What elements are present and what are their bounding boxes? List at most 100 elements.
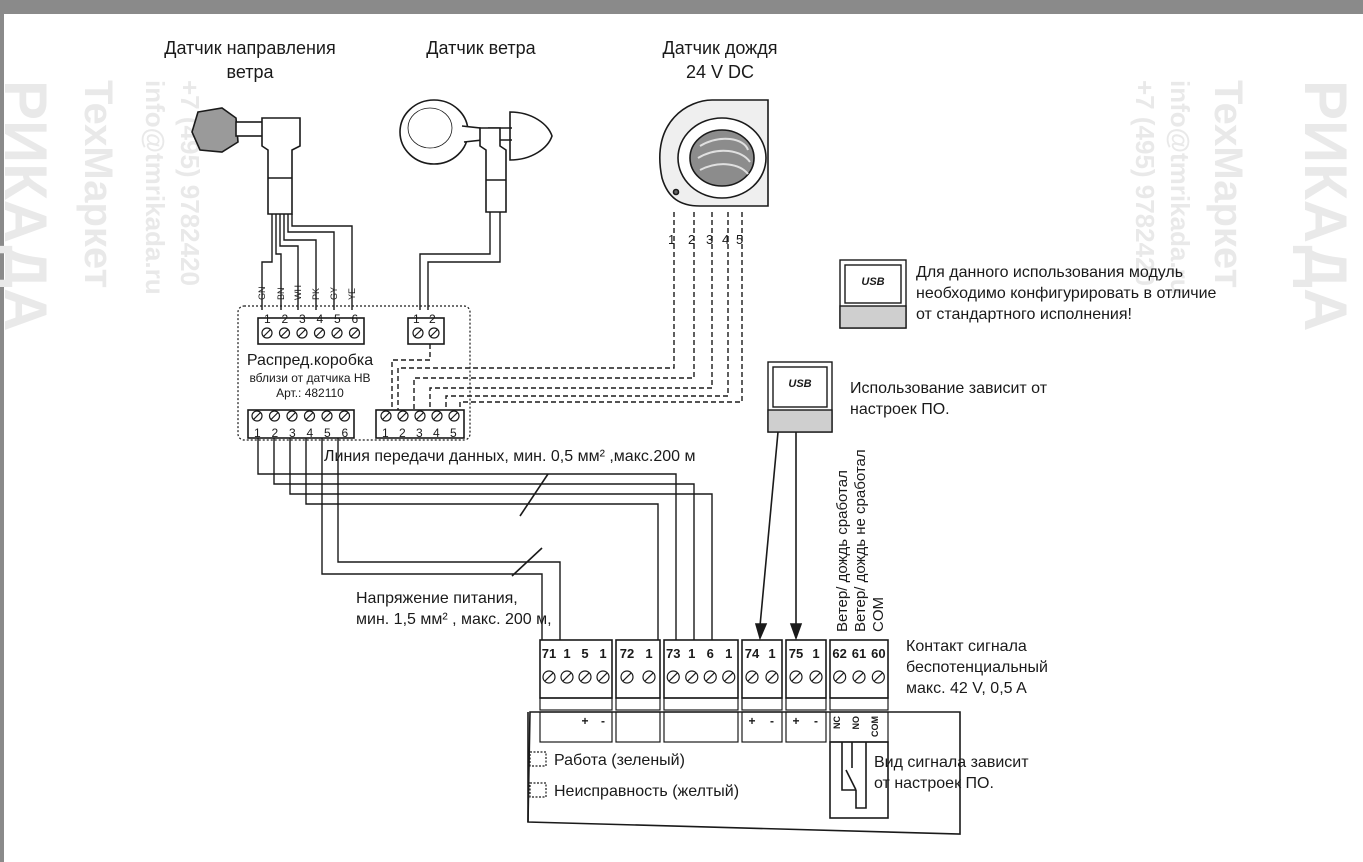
terminal-number: 61: [851, 646, 867, 661]
rain-wire-number: 3: [706, 232, 714, 247]
screw-slot: [280, 329, 289, 337]
screw-slot: [433, 412, 441, 420]
terminal-polarity-label: COM: [870, 716, 881, 737]
terminal-number: 1: [599, 646, 607, 661]
junction-terminal-number: 6: [351, 312, 359, 326]
power-line-note: Напряжение питания, мин. 1,5 мм² , макс.…: [356, 590, 552, 628]
data-line-note: Линия передачи данных, мин. 0,5 мм² ,мак…: [324, 448, 696, 465]
junction-terminal-number: 3: [289, 426, 296, 440]
wind-direction-sensor-label: Датчик направления ветра: [164, 38, 336, 82]
terminal-number: 1: [812, 646, 820, 661]
terminal-number: 60: [871, 646, 886, 661]
junction-terminal-number: 4: [306, 426, 314, 440]
screw-slot: [873, 672, 883, 682]
contact-label-com: COM: [870, 597, 887, 632]
signal-type-note: Вид сигнала зависит от настроек ПО.: [874, 754, 1029, 792]
junction-terminal-number: 1: [382, 426, 389, 440]
terminal-polarity-label: +: [748, 714, 756, 728]
screw-slot: [323, 412, 331, 420]
terminal-number: 1: [645, 646, 653, 661]
wind-sensor-label: Датчик ветра: [426, 38, 536, 58]
terminal-polarity-label: -: [601, 714, 605, 728]
wire-color-label: WH: [293, 285, 303, 300]
screw-slot: [288, 412, 296, 420]
junction-terminal-number: 2: [429, 312, 436, 326]
wire-color-label: BN: [276, 287, 286, 300]
terminal-polarity-label: +: [792, 714, 800, 728]
screw-slot: [333, 329, 341, 337]
rain-wire-number: 2: [688, 232, 696, 247]
screw-slot: [298, 329, 306, 337]
screw-slot: [854, 672, 864, 682]
left-gray-bar: [0, 0, 4, 862]
terminal-polarity-label: NC: [831, 716, 842, 729]
screw-slot: [668, 672, 678, 682]
junction-terminal-number: 5: [324, 426, 331, 440]
terminal-polarity-label: +: [581, 714, 589, 728]
terminal-number: 1: [688, 646, 696, 661]
terminal-polarity-label: -: [770, 714, 774, 728]
junction-box-article: Арт.: 482110: [276, 386, 344, 400]
terminal-number: 5: [581, 646, 589, 661]
led-icons: [529, 751, 547, 798]
screw-slot: [811, 672, 821, 682]
contact-label-not-tripped: Ветер/ дождь не сработал: [852, 449, 869, 632]
wire-color-label: GY: [329, 286, 339, 300]
screw-slot: [382, 412, 390, 420]
terminal-number: 1: [768, 646, 776, 661]
screw-slot: [705, 672, 715, 682]
terminal-number: 75: [788, 646, 804, 661]
junction-terminal-number: 5: [450, 426, 457, 440]
rain-wire-number: 1: [668, 232, 676, 247]
screw-slot: [724, 672, 734, 682]
contact-label-tripped: Ветер/ дождь сработал: [834, 470, 851, 632]
rain-wire-number: 5: [736, 232, 744, 247]
screw-slot: [399, 412, 407, 420]
screw-slot: [414, 329, 422, 337]
terminal-polarity-label: -: [814, 714, 818, 728]
junction-terminal-number: 3: [416, 426, 423, 440]
junction-box-title: Распред.коробка: [246, 352, 374, 369]
contact-note: Контакт сигнала беспотенциальный макс. 4…: [906, 638, 1048, 697]
screw-slot: [747, 672, 757, 682]
terminal-number: 73: [666, 646, 681, 661]
screw-slot: [340, 412, 349, 420]
junction-terminal-number: 4: [316, 312, 324, 326]
screw-slot: [791, 672, 801, 682]
junction-box-subtitle: вблизи от датчика НВ: [249, 371, 371, 385]
terminal-polarity-label: NO: [851, 716, 861, 730]
junction-terminal-number: 2: [281, 312, 289, 326]
screw-slot: [350, 329, 359, 337]
junction-terminal-number: 1: [413, 312, 420, 326]
led-operation-label: Работа (зеленый): [554, 752, 685, 769]
terminal-number: 62: [832, 646, 847, 661]
top-gray-bar: [0, 0, 1363, 14]
usb-module-icon: [767, 259, 907, 433]
screw-slot: [430, 329, 438, 337]
wind-direction-sensor-icon: [191, 107, 301, 215]
wire-color-label: PK: [311, 287, 321, 300]
terminal-number: 6: [706, 646, 714, 661]
junction-terminal-number: 2: [399, 426, 406, 440]
terminal-number: 71: [541, 646, 557, 661]
screw-slot: [253, 412, 261, 420]
screw-slot: [450, 412, 458, 420]
terminal-number: 1: [725, 646, 733, 661]
junction-terminal-number: 6: [341, 426, 349, 440]
usb-config-note: Для данного использования модуль необход…: [916, 264, 1217, 323]
arrow-icon: [754, 431, 803, 641]
screw-slot: [644, 672, 654, 682]
screw-slot: [580, 672, 590, 682]
screw-slot: [263, 329, 271, 337]
junction-terminal-number: 4: [433, 426, 440, 440]
rain-sensor-label: Датчик дождя 24 V DC: [662, 38, 778, 82]
screw-slot: [544, 672, 554, 682]
screw-slot: [416, 412, 424, 420]
rain-sensor-icon: [659, 99, 769, 207]
led-fault-label: Неисправность (желтый): [554, 783, 740, 800]
junction-terminal-number: 2: [271, 426, 279, 440]
screw-slot: [767, 672, 777, 682]
terminal-number: 72: [619, 646, 635, 661]
screw-slot: [562, 672, 572, 682]
